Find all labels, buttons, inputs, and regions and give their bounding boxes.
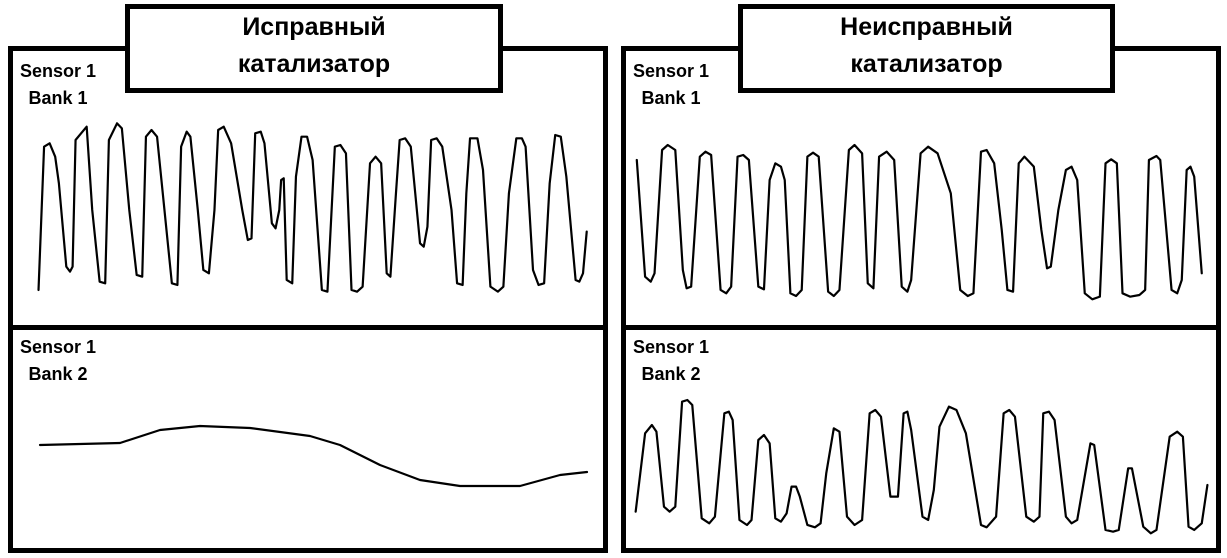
label-line: Sensor 1 [633, 337, 710, 357]
label-line: Bank 2 [28, 364, 88, 384]
panel-divider [13, 325, 603, 330]
label-line: Bank 1 [641, 88, 701, 108]
good-catalyst-panel [8, 46, 608, 553]
title-line: Неисправный [840, 13, 1013, 41]
good-catalyst-title: Исправный катализатор [125, 4, 503, 93]
bad-sensor1-bank2-label: Sensor 1 Bank 2 [633, 334, 709, 388]
title-line: катализатор [850, 50, 1003, 78]
bad-downstream-waveform [636, 400, 1208, 533]
label-line: Sensor 1 [20, 61, 97, 81]
bad-upstream-waveform [637, 145, 1202, 299]
good-upstream-waveform [39, 123, 587, 291]
label-line: Bank 1 [28, 88, 88, 108]
label-line: Sensor 1 [633, 61, 710, 81]
title-line: Исправный [242, 13, 386, 41]
bad-catalyst-panel [621, 46, 1221, 553]
label-line: Bank 2 [641, 364, 701, 384]
label-line: Sensor 1 [20, 337, 97, 357]
title-line: катализатор [237, 50, 391, 78]
panel-divider [626, 325, 1216, 330]
good-downstream-waveform [38, 424, 589, 488]
good-sensor1-bank2-label: Sensor 1 Bank 2 [20, 334, 96, 388]
good-sensor1-bank1-label: Sensor 1 Bank 1 [20, 58, 96, 112]
bad-sensor1-bank1-label: Sensor 1 Bank 1 [633, 58, 709, 112]
bad-catalyst-title: Неисправный катализатор [738, 4, 1115, 93]
